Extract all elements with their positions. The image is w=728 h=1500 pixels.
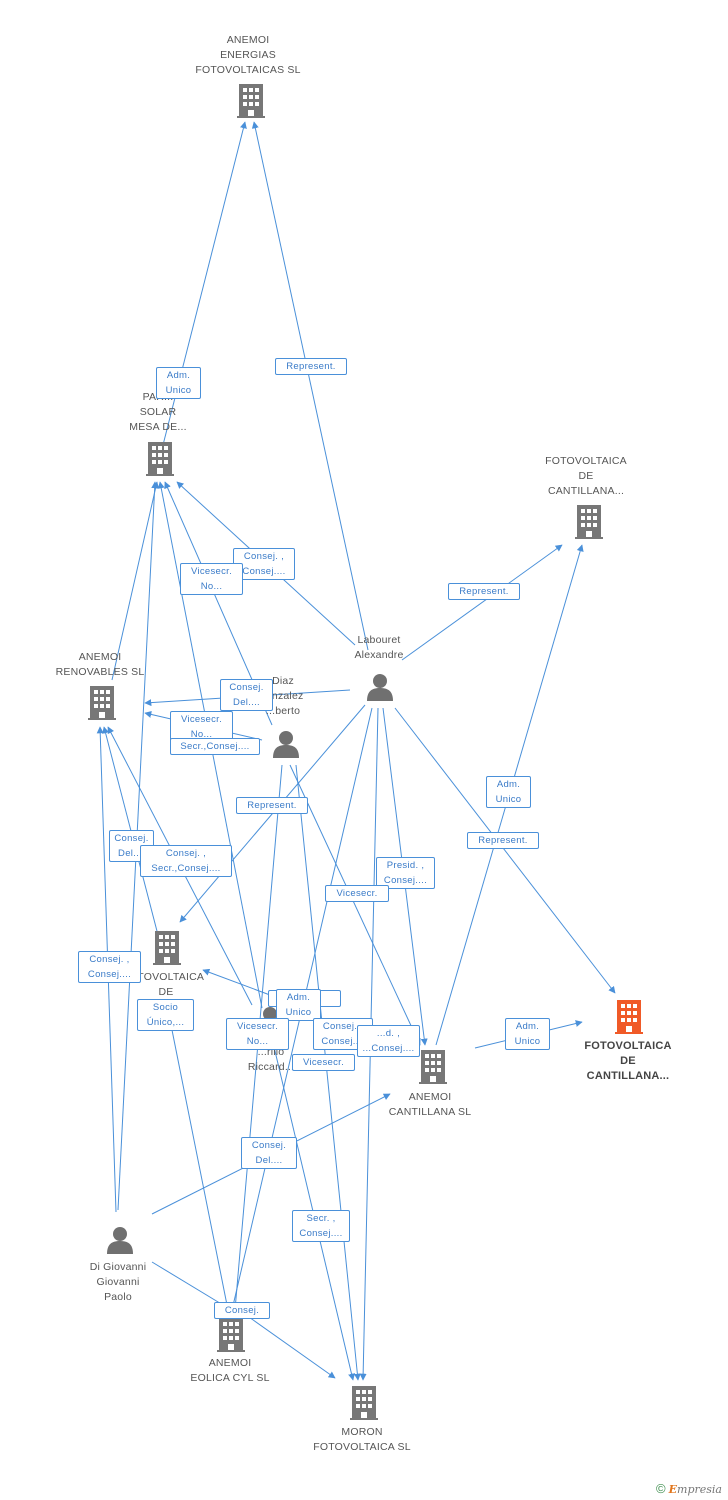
- edge-cirillo-moron: [269, 1029, 355, 1381]
- company-label: MORON FOTOVOLTAICA SL: [313, 1426, 411, 1453]
- edge-label[interactable]: Vicesecr.: [325, 885, 389, 902]
- edge-cirillo-fotodec: [202, 968, 271, 996]
- building-icon: [216, 1318, 246, 1352]
- edge-label[interactable]: Presid. , Consej....: [376, 857, 435, 889]
- building-icon: [574, 505, 604, 539]
- building-icon: [87, 686, 117, 720]
- edge-diaz-moron: [295, 764, 361, 1381]
- building-icon: [349, 1386, 379, 1420]
- edge-label[interactable]: Represent.: [448, 583, 520, 600]
- brand-footer: © Empresia: [656, 1481, 722, 1496]
- person-label: Di Giovanni Giovanni Paolo: [89, 1261, 147, 1303]
- edge-label[interactable]: ...d. , ...Consej....: [357, 1025, 420, 1057]
- building-icon: [614, 1000, 644, 1034]
- edge-label[interactable]: Adm. Unico: [486, 776, 531, 808]
- company-label-main: FOTOVOLTAICA DE CANTILLANA...: [584, 1040, 672, 1082]
- edge-label[interactable]: Consej. Del....: [241, 1137, 297, 1169]
- edge-label[interactable]: Vicesecr. No...: [170, 711, 233, 743]
- building-icon: [418, 1050, 448, 1084]
- brand-logo-letter: E: [668, 1483, 678, 1496]
- person-icon: [272, 730, 300, 758]
- edge-label[interactable]: Consej.: [214, 1302, 270, 1319]
- edge-label[interactable]: Adm. Unico: [276, 989, 321, 1021]
- edge-label[interactable]: Represent.: [275, 358, 347, 375]
- edge-label[interactable]: Consej. , Consej....: [78, 951, 141, 983]
- copyright-symbol: ©: [655, 1481, 666, 1496]
- edge-label[interactable]: Secr. , Consej....: [292, 1210, 350, 1242]
- brand-logo-text: mpresia: [677, 1483, 722, 1496]
- edge-label[interactable]: Consej. , Secr.,Consej....: [140, 845, 232, 877]
- edge-renovables-parque: [111, 481, 160, 681]
- edge-label[interactable]: Adm. Unico: [505, 1018, 550, 1050]
- person-icon: [106, 1226, 134, 1254]
- edge-label[interactable]: Vicesecr.: [292, 1054, 355, 1071]
- company-label: ANEMOI RENOVABLES SL: [55, 651, 145, 678]
- edge-label[interactable]: Adm. Unico: [156, 367, 201, 399]
- edge-labouret-anemoi-energias: [251, 121, 369, 651]
- edge-label[interactable]: Represent.: [467, 832, 539, 849]
- edge-fotodec-eolica: [171, 1029, 231, 1311]
- edge-label[interactable]: Secr.,Consej....: [170, 738, 260, 755]
- building-icon: [152, 931, 182, 965]
- company-label: ANEMOI CANTILLANA SL: [388, 1091, 472, 1118]
- edge-digiovanni-eolica: [151, 1261, 229, 1309]
- company-label: ANEMOI ENERGIAS FOTOVOLTAICAS SL: [195, 34, 301, 76]
- person-label: Labouret Alexandre: [354, 634, 404, 661]
- person-icon: [366, 673, 394, 701]
- company-label: ANEMOI EOLICA CYL SL: [190, 1357, 270, 1384]
- edge-labouret-fotocantillana-top: [401, 544, 563, 661]
- edge-label[interactable]: Consej. Del....: [220, 679, 273, 711]
- edge-labouret-main: [394, 707, 616, 994]
- edge-diaz-anemoi-cantillana: [289, 764, 421, 1046]
- edge-label[interactable]: Vicesecr. No...: [226, 1018, 289, 1050]
- edge-label[interactable]: Represent.: [236, 797, 308, 814]
- edge-label[interactable]: Vicesecr. No...: [180, 563, 243, 595]
- edge-label[interactable]: Socio Único,...: [137, 999, 194, 1031]
- building-icon: [145, 442, 175, 476]
- company-label: FOTOVOLTAICA DE CANTILLANA...: [545, 455, 627, 497]
- edge-label[interactable]: Consej. , Consej....: [233, 548, 295, 580]
- building-icon: [236, 84, 266, 118]
